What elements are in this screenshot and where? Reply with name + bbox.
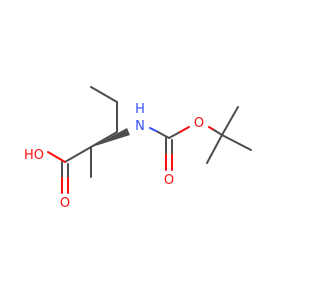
bond-carbamate-o-b bbox=[179, 126, 190, 133]
bond-c-oh bbox=[47, 151, 66, 163]
hydroxyl-label: HO bbox=[24, 148, 44, 163]
bond-n-carbamate-b bbox=[157, 131, 170, 139]
amine-nitrogen-label: N bbox=[135, 119, 145, 134]
ester-oxygen-label: O bbox=[194, 116, 204, 131]
wedge-bond-alpha-n bbox=[92, 128, 130, 147]
acid-carbonyl-oxygen-label: O bbox=[60, 196, 70, 211]
bond-propyl-3 bbox=[90, 131, 118, 148]
bond-tbu-right bbox=[221, 134, 252, 151]
molecule-structure: HO O H N O O bbox=[24, 86, 252, 211]
amine-hydrogen-label: H bbox=[135, 102, 145, 117]
bond-propyl-1 bbox=[90, 86, 118, 103]
bond-alpha-carboxyl bbox=[64, 146, 92, 163]
bond-carbamate-o-a bbox=[168, 131, 181, 139]
bond-n-carbamate-a bbox=[149, 127, 159, 133]
bond-o-tbu-b bbox=[213, 129, 223, 136]
carbamate-carbonyl-oxygen-label: O bbox=[164, 173, 174, 188]
bond-tbu-down bbox=[206, 134, 223, 164]
bond-tbu-up bbox=[221, 106, 239, 136]
